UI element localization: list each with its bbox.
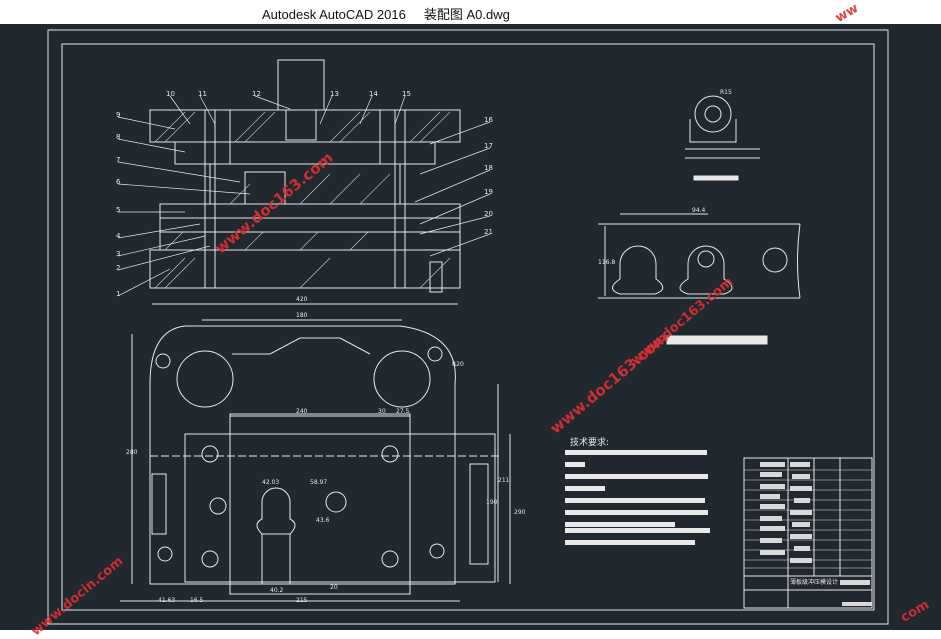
dimension-labels: 420 180 240 30 27.5 42.03 58.97 43.6 40.… <box>126 89 732 604</box>
dim-label: 43.6 <box>316 517 330 524</box>
dim-label: 30 <box>378 408 386 415</box>
dim-label: 211 <box>498 477 510 484</box>
title-block-name: 薄板级冲压模设计 <box>790 578 838 586</box>
dim-label: 94.4 <box>692 207 706 214</box>
section-view <box>149 59 461 293</box>
part-number: 15 <box>402 90 411 98</box>
file-name: 装配图 A0.dwg <box>423 7 510 22</box>
part-number-labels: 9 8 7 6 5 4 3 2 1 10 11 12 13 14 15 16 1… <box>116 90 493 298</box>
dim-label: 290 <box>514 509 526 516</box>
part-detail-view <box>685 95 760 181</box>
dim-label: 41.63 <box>158 597 175 604</box>
dim-label: 27.5 <box>396 408 410 415</box>
app-title: Autodesk AutoCAD 2016 <box>262 7 406 22</box>
outer-frame <box>47 29 889 625</box>
part-number: 21 <box>484 228 493 236</box>
inner-frame <box>61 43 875 611</box>
part-number: 20 <box>484 210 493 218</box>
dim-label: 215 <box>296 597 308 604</box>
leader-lines <box>117 95 491 297</box>
strip-layout-view <box>598 213 801 345</box>
dim-label: 16.5 <box>190 597 204 604</box>
dim-label: 420 <box>296 296 308 303</box>
dim-label: 280 <box>126 449 138 456</box>
part-number: 10 <box>166 90 175 98</box>
part-number: 17 <box>484 142 493 150</box>
part-number: 18 <box>484 164 493 172</box>
window-title: Autodesk AutoCAD 2016 装配图 A0.dwg <box>262 4 510 23</box>
dim-label: 40.2 <box>270 587 284 594</box>
dim-label: 180 <box>296 312 308 319</box>
window-titlebar: Autodesk AutoCAD 2016 装配图 A0.dwg <box>0 0 941 24</box>
part-number: 13 <box>330 90 339 98</box>
part-number: 4 <box>116 232 121 240</box>
part-number: 5 <box>116 206 120 214</box>
part-number: 16 <box>484 116 493 124</box>
dim-label: R20 <box>452 361 464 368</box>
parts-list-fill <box>760 462 872 606</box>
part-number: 14 <box>369 90 378 98</box>
part-number: 6 <box>116 178 121 186</box>
title-block <box>743 457 873 609</box>
plan-view <box>120 303 511 602</box>
tech-requirements-heading: 技术要求: <box>570 436 609 448</box>
part-number: 8 <box>116 133 120 141</box>
dim-label: 58.97 <box>310 479 327 486</box>
tech-requirements-text-bars <box>565 450 710 545</box>
part-number: 7 <box>116 156 120 164</box>
dim-label: 116.8 <box>598 259 615 266</box>
part-number: 9 <box>116 111 120 119</box>
dim-label: 42.03 <box>262 479 279 486</box>
dim-label: 190 <box>486 499 498 506</box>
section-hatching <box>154 111 451 289</box>
part-number: 1 <box>116 290 120 298</box>
cad-drawing: 技术要求: 薄板级冲压模设计 9 8 7 6 5 4 3 2 1 10 11 1… <box>47 29 889 625</box>
part-number: 2 <box>116 264 120 272</box>
part-number: 12 <box>252 90 261 98</box>
dim-label: 20 <box>330 584 338 591</box>
part-number: 19 <box>484 188 493 196</box>
dim-label: 240 <box>296 408 308 415</box>
dim-label: R15 <box>720 89 732 96</box>
part-number: 11 <box>198 90 207 98</box>
part-number: 3 <box>116 250 120 258</box>
